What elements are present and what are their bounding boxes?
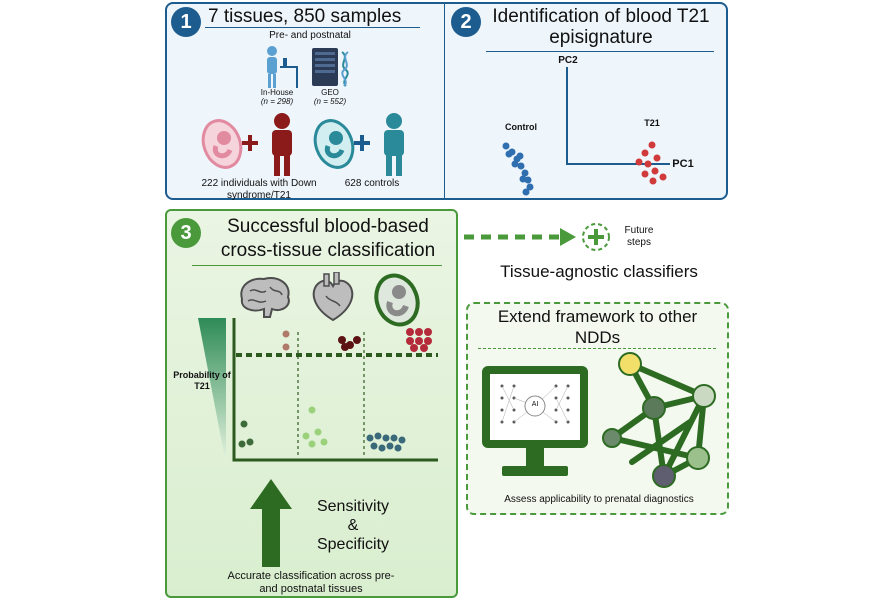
t21-cases-icons <box>201 113 292 176</box>
dashed-arrow <box>464 223 610 251</box>
panel1-title: 7 tissues, 850 samples <box>208 6 402 27</box>
step-1-badge: 1 <box>171 7 201 37</box>
probability-gradient-wedge <box>198 318 226 464</box>
pc2-label: PC2 <box>558 55 578 66</box>
pca-plot <box>502 67 670 196</box>
up-arrow-icon <box>250 479 292 567</box>
panel1-title-rule <box>205 27 420 28</box>
panel2-title-rule <box>486 51 714 52</box>
extend-title-rule <box>478 348 716 349</box>
step-2-badge: 2 <box>451 7 481 37</box>
controls-icons <box>313 113 404 176</box>
classification-panel <box>165 209 458 598</box>
top-panel <box>165 2 728 200</box>
panel3-title-rule <box>192 265 442 266</box>
fetus-placenta-icon <box>374 273 420 327</box>
specificity-label: Specificity <box>316 536 390 553</box>
control-label: Control <box>505 122 537 132</box>
top-panel-divider <box>444 4 445 198</box>
lab-researcher-icon <box>267 46 298 88</box>
ai-monitor-icon <box>482 366 588 476</box>
ampersand-label: & <box>347 517 359 534</box>
y-axis-label: Probability of T21 <box>173 370 231 391</box>
future-steps-label: Future steps <box>624 225 654 248</box>
geo-database-icon <box>312 48 349 87</box>
step-3-badge: 3 <box>171 218 201 248</box>
tissue-agnostic-label: Tissue-agnostic classifiers <box>500 262 698 281</box>
pc1-label: PC1 <box>672 158 694 170</box>
heart-icon <box>312 272 354 322</box>
sensitivity-label: Sensitivity <box>316 498 390 515</box>
t21-label: T21 <box>644 118 660 128</box>
brain-icon <box>240 277 290 318</box>
in-house-n: (n = 298) <box>260 97 294 106</box>
geo-label: GEO <box>321 88 339 97</box>
panel1-subtitle: Pre- and postnatal <box>269 30 351 41</box>
panel3-title: Successful blood-based cross-tissue clas… <box>220 216 436 261</box>
geo-n: (n = 552) <box>313 97 347 106</box>
in-house-label: In-House <box>260 88 294 97</box>
panel2-title: Identification of blood T21 episignature <box>492 6 710 48</box>
cases-label: 222 individuals with Down syndrome/T21 <box>201 178 317 201</box>
controls-label: 628 controls <box>344 178 400 189</box>
extend-title: Extend framework to other NDDs <box>497 307 698 347</box>
assess-label: Assess applicability to prenatal diagnos… <box>504 494 694 505</box>
classification-plot <box>232 318 438 462</box>
ndd-network-icon <box>602 352 716 488</box>
ai-label: AI <box>531 401 539 408</box>
panel3-footer: Accurate classification across pre- and … <box>227 570 395 595</box>
